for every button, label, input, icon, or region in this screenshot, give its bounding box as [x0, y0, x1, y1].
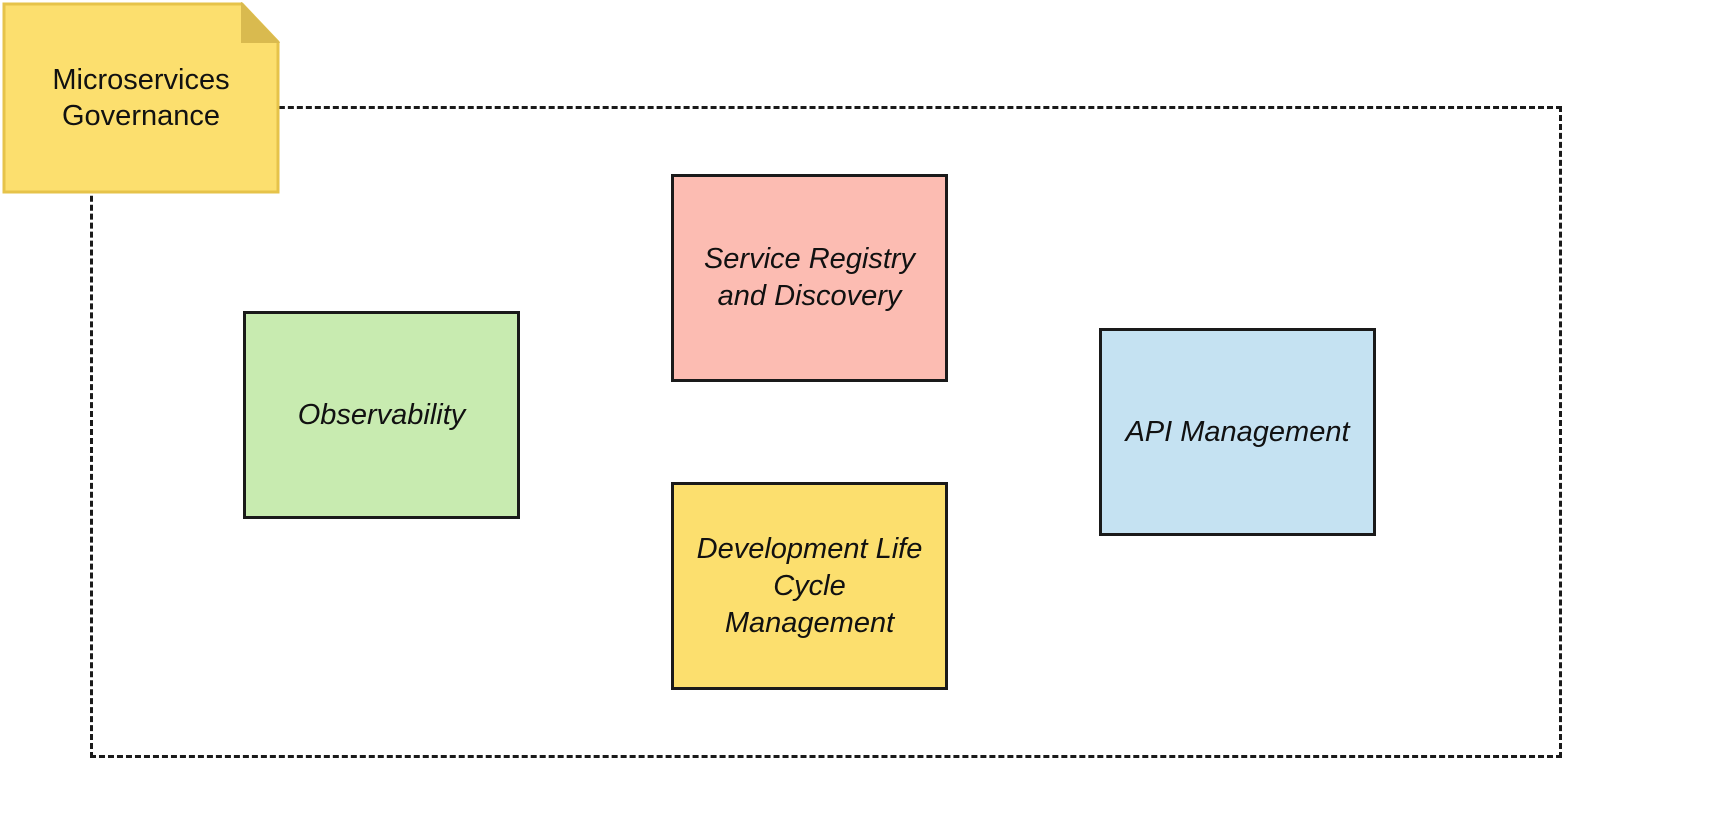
api-management-label: API Management	[1125, 415, 1350, 448]
api-management-box: API Management	[1099, 328, 1376, 536]
dev-lifecycle-box: Development Life Cycle Management	[671, 482, 948, 690]
dev-lifecycle-label: Development Life Cycle Management	[696, 532, 923, 639]
observability-box: Observability	[243, 311, 520, 519]
note-shape	[2, 2, 280, 194]
service-registry-label: Service Registry and Discovery	[703, 243, 916, 312]
governance-boundary	[90, 106, 1562, 758]
governance-note-label: Microservices Governance	[52, 64, 230, 132]
observability-label: Observability	[297, 398, 466, 431]
governance-note: Microservices Governance	[2, 2, 280, 194]
service-registry-box: Service Registry and Discovery	[671, 174, 948, 382]
